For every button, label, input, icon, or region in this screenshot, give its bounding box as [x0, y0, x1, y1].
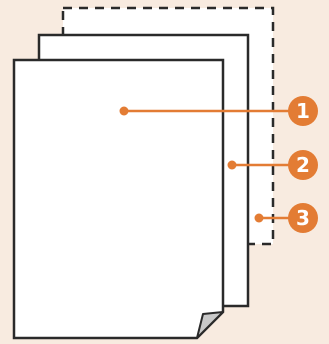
sheet-1 — [14, 60, 223, 338]
callout-2-label: 2 — [296, 153, 310, 177]
callout-1-label: 1 — [296, 99, 310, 123]
callout-3-label: 3 — [296, 206, 310, 230]
